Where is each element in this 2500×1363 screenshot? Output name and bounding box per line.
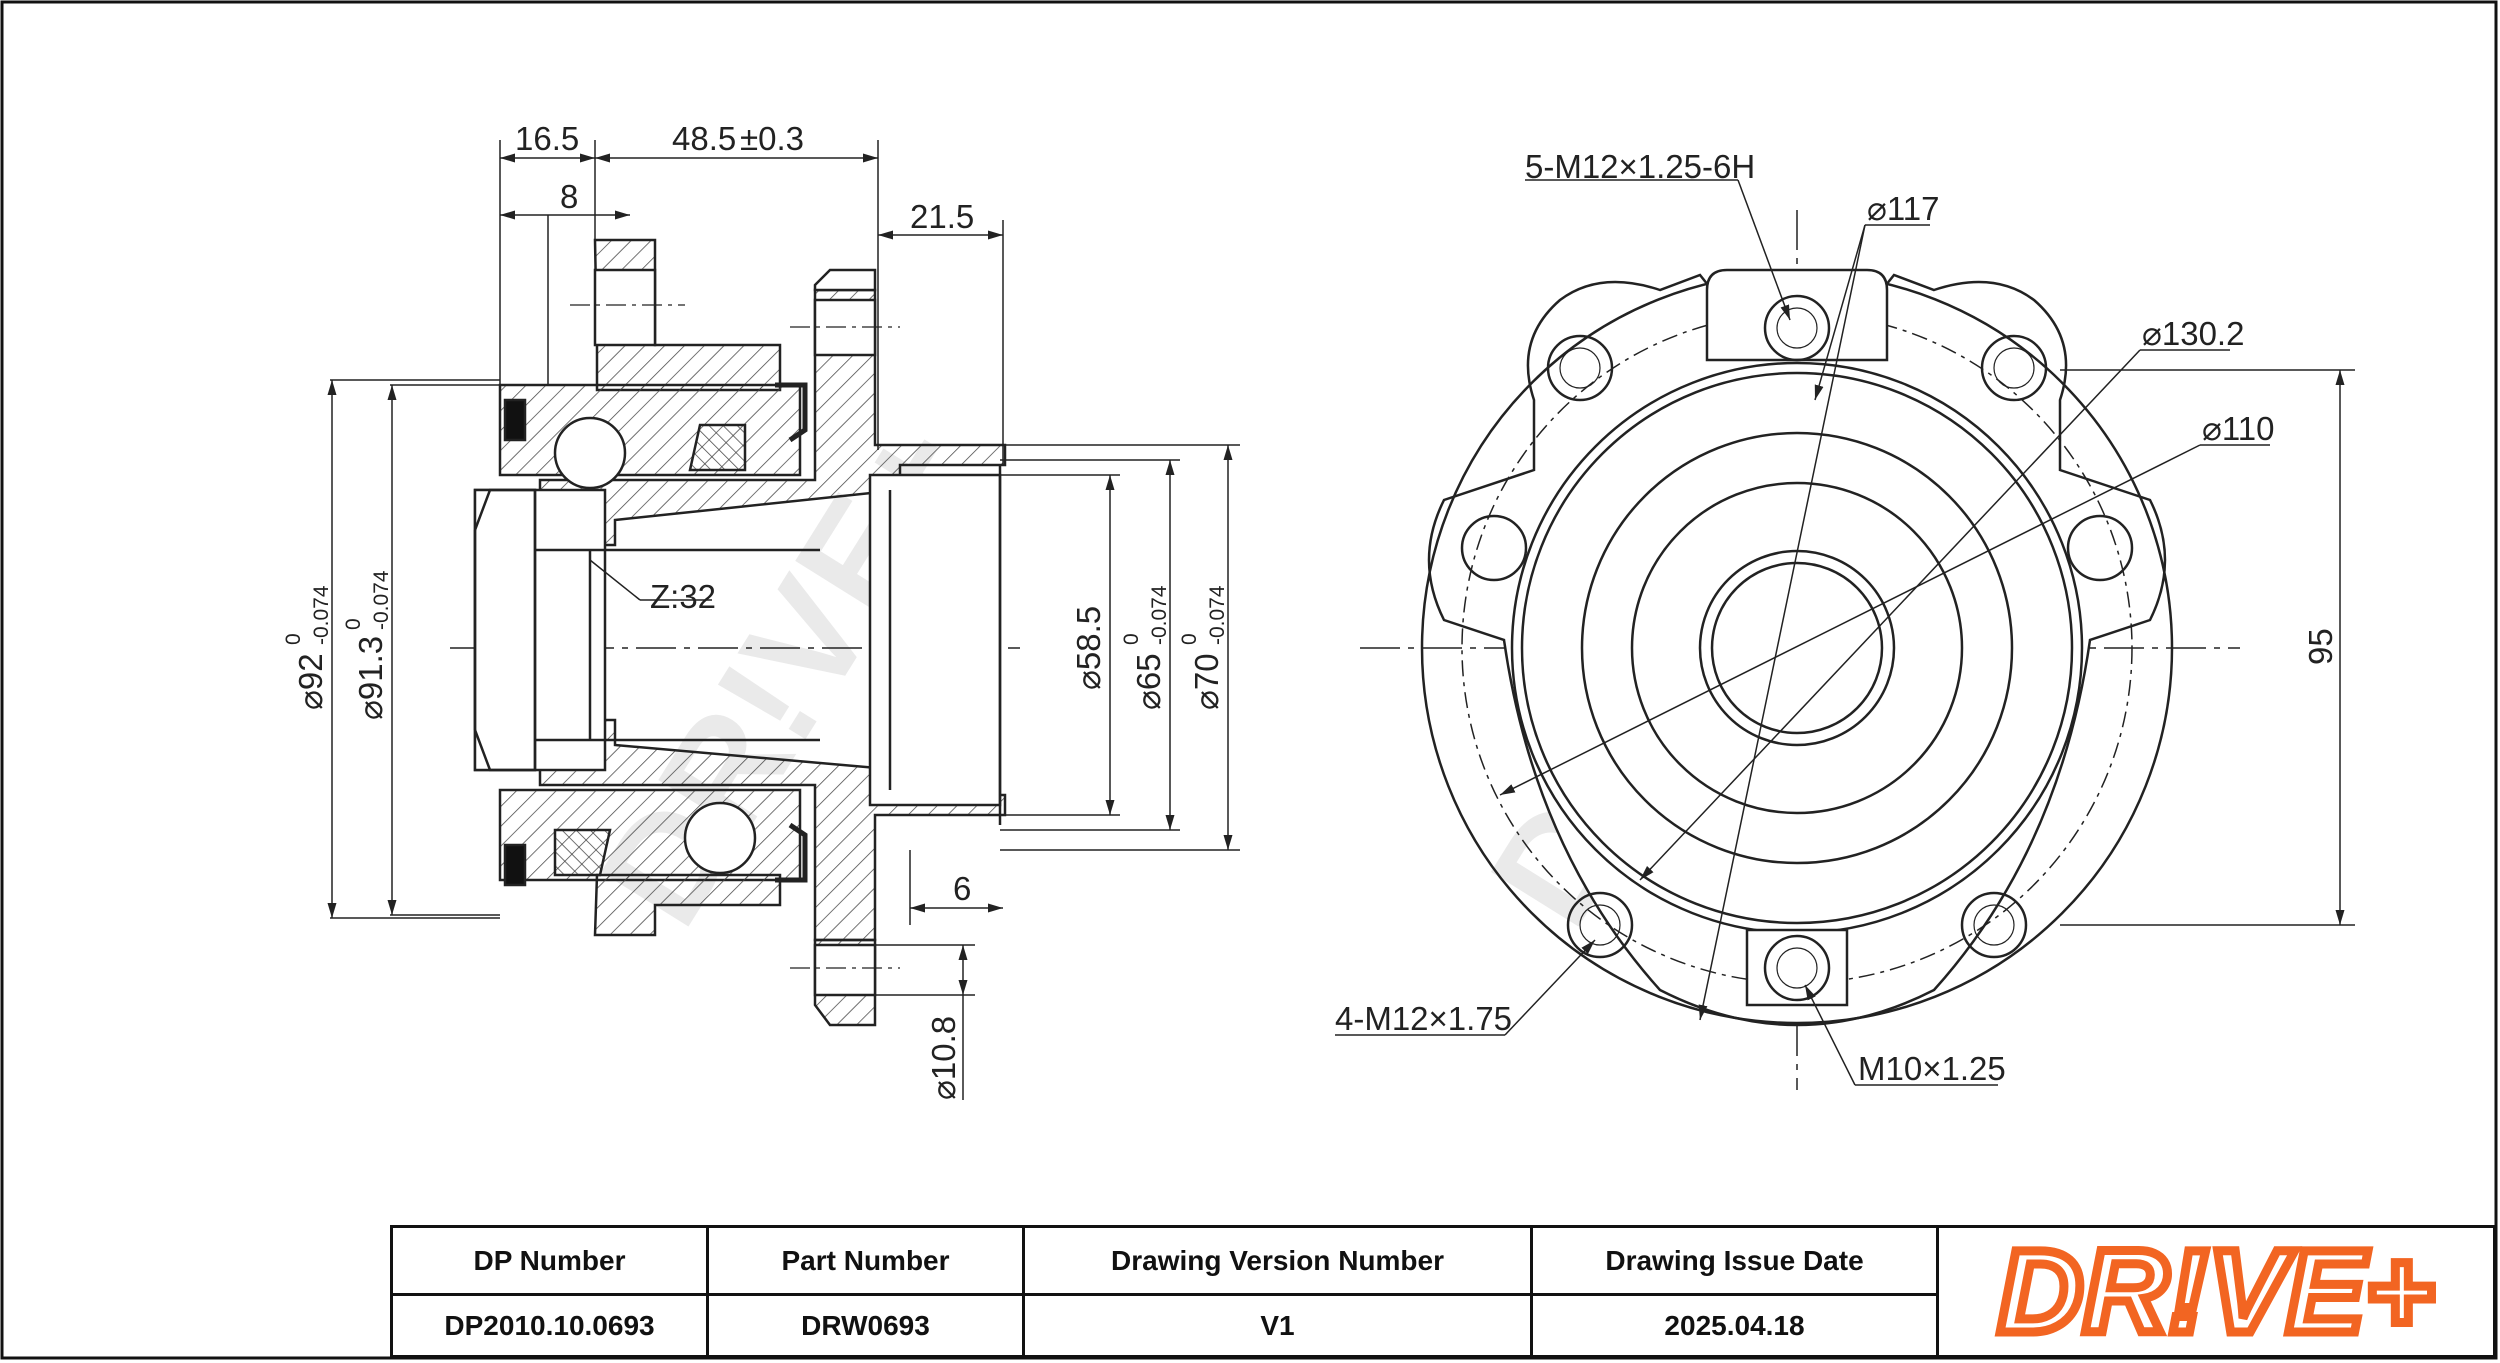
- title-col-version: Drawing Version Number V1: [1025, 1228, 1533, 1355]
- front-dimension-text: 5-M12×1.25-6H ⌀117 ⌀130.2 ⌀110 95 4-M12×…: [1335, 148, 2339, 1087]
- dim-6: 6: [953, 870, 971, 907]
- drive-logo-mark: DR!VE+: [1993, 1232, 2438, 1352]
- dim-dia-70-upper: 0: [1178, 633, 1201, 645]
- dim-dia-110: ⌀110: [2202, 410, 2274, 447]
- dim-dia-117: ⌀117: [1867, 190, 1939, 227]
- dim-dia-92: ⌀92: [292, 653, 329, 710]
- dim-dia-58-5: ⌀58.5: [1070, 606, 1107, 690]
- title-col-issue-date: Drawing Issue Date 2025.04.18: [1533, 1228, 1939, 1355]
- title-value-issue-date: 2025.04.18: [1664, 1309, 1805, 1341]
- dim-dia-91-3-tol: -0.074: [370, 570, 393, 630]
- dim-dia-91-3: ⌀91.3: [352, 636, 389, 720]
- svg-text:DR!VE+: DR!VE+: [1998, 1232, 2434, 1352]
- dim-48-5-tol: ±0.3: [740, 120, 804, 157]
- thread-m10-label: M10×1.25: [1858, 1050, 2006, 1087]
- title-block: DP Number DP2010.10.0693 Part Number DRW…: [390, 1225, 2496, 1358]
- dim-95: 95: [2302, 628, 2339, 665]
- dim-dia-130-2: ⌀130.2: [2142, 315, 2244, 352]
- title-header-version: Drawing Version Number: [1025, 1228, 1530, 1296]
- dim-dia-65-tol: -0.074: [1148, 585, 1171, 645]
- title-header-issue-date: Drawing Issue Date: [1533, 1228, 1936, 1296]
- title-col-part-number: Part Number DRW0693: [709, 1228, 1025, 1355]
- dim-21-5: 21.5: [910, 198, 974, 235]
- section-dimension-lines: [327, 140, 1240, 1100]
- front-view: [1360, 210, 2240, 1090]
- drive-logo: DR!VE+: [1939, 1228, 2493, 1355]
- title-value-dp-number: DP2010.10.0693: [444, 1309, 655, 1341]
- title-value-part-number: DRW0693: [801, 1309, 930, 1341]
- dim-dia-65-upper: 0: [1120, 633, 1143, 645]
- dim-dia-70-tol: -0.074: [1206, 585, 1229, 645]
- dim-dia-65: ⌀65: [1130, 653, 1167, 710]
- thread-4x-label: 4-M12×1.75: [1335, 1000, 1512, 1037]
- spline-label: Z:32: [650, 578, 716, 615]
- dim-8: 8: [560, 178, 578, 215]
- title-header-part-number: Part Number: [709, 1228, 1022, 1296]
- dim-dia-92-tol: -0.074: [310, 585, 333, 645]
- dim-16-5: 16.5: [515, 120, 579, 157]
- dim-dia-92-upper: 0: [282, 633, 305, 645]
- title-col-dp-number: DP Number DP2010.10.0693: [393, 1228, 709, 1355]
- front-dimension-lines: [1335, 179, 2355, 1086]
- section-dimension-text: 16.5 48.5 ±0.3 8 21.5 6 Z:32 ⌀92 0 -0.07…: [282, 120, 1229, 1100]
- section-view: [450, 238, 1020, 1027]
- dim-dia-70: ⌀70: [1188, 653, 1225, 710]
- title-value-version: V1: [1260, 1309, 1295, 1341]
- title-header-dp-number: DP Number: [393, 1228, 706, 1296]
- dim-dia-10-8: ⌀10.8: [925, 1016, 962, 1100]
- dim-dia-91-3-upper: 0: [342, 618, 365, 630]
- dim-48-5: 48.5: [672, 120, 736, 157]
- thread-5x-label: 5-M12×1.25-6H: [1525, 148, 1755, 185]
